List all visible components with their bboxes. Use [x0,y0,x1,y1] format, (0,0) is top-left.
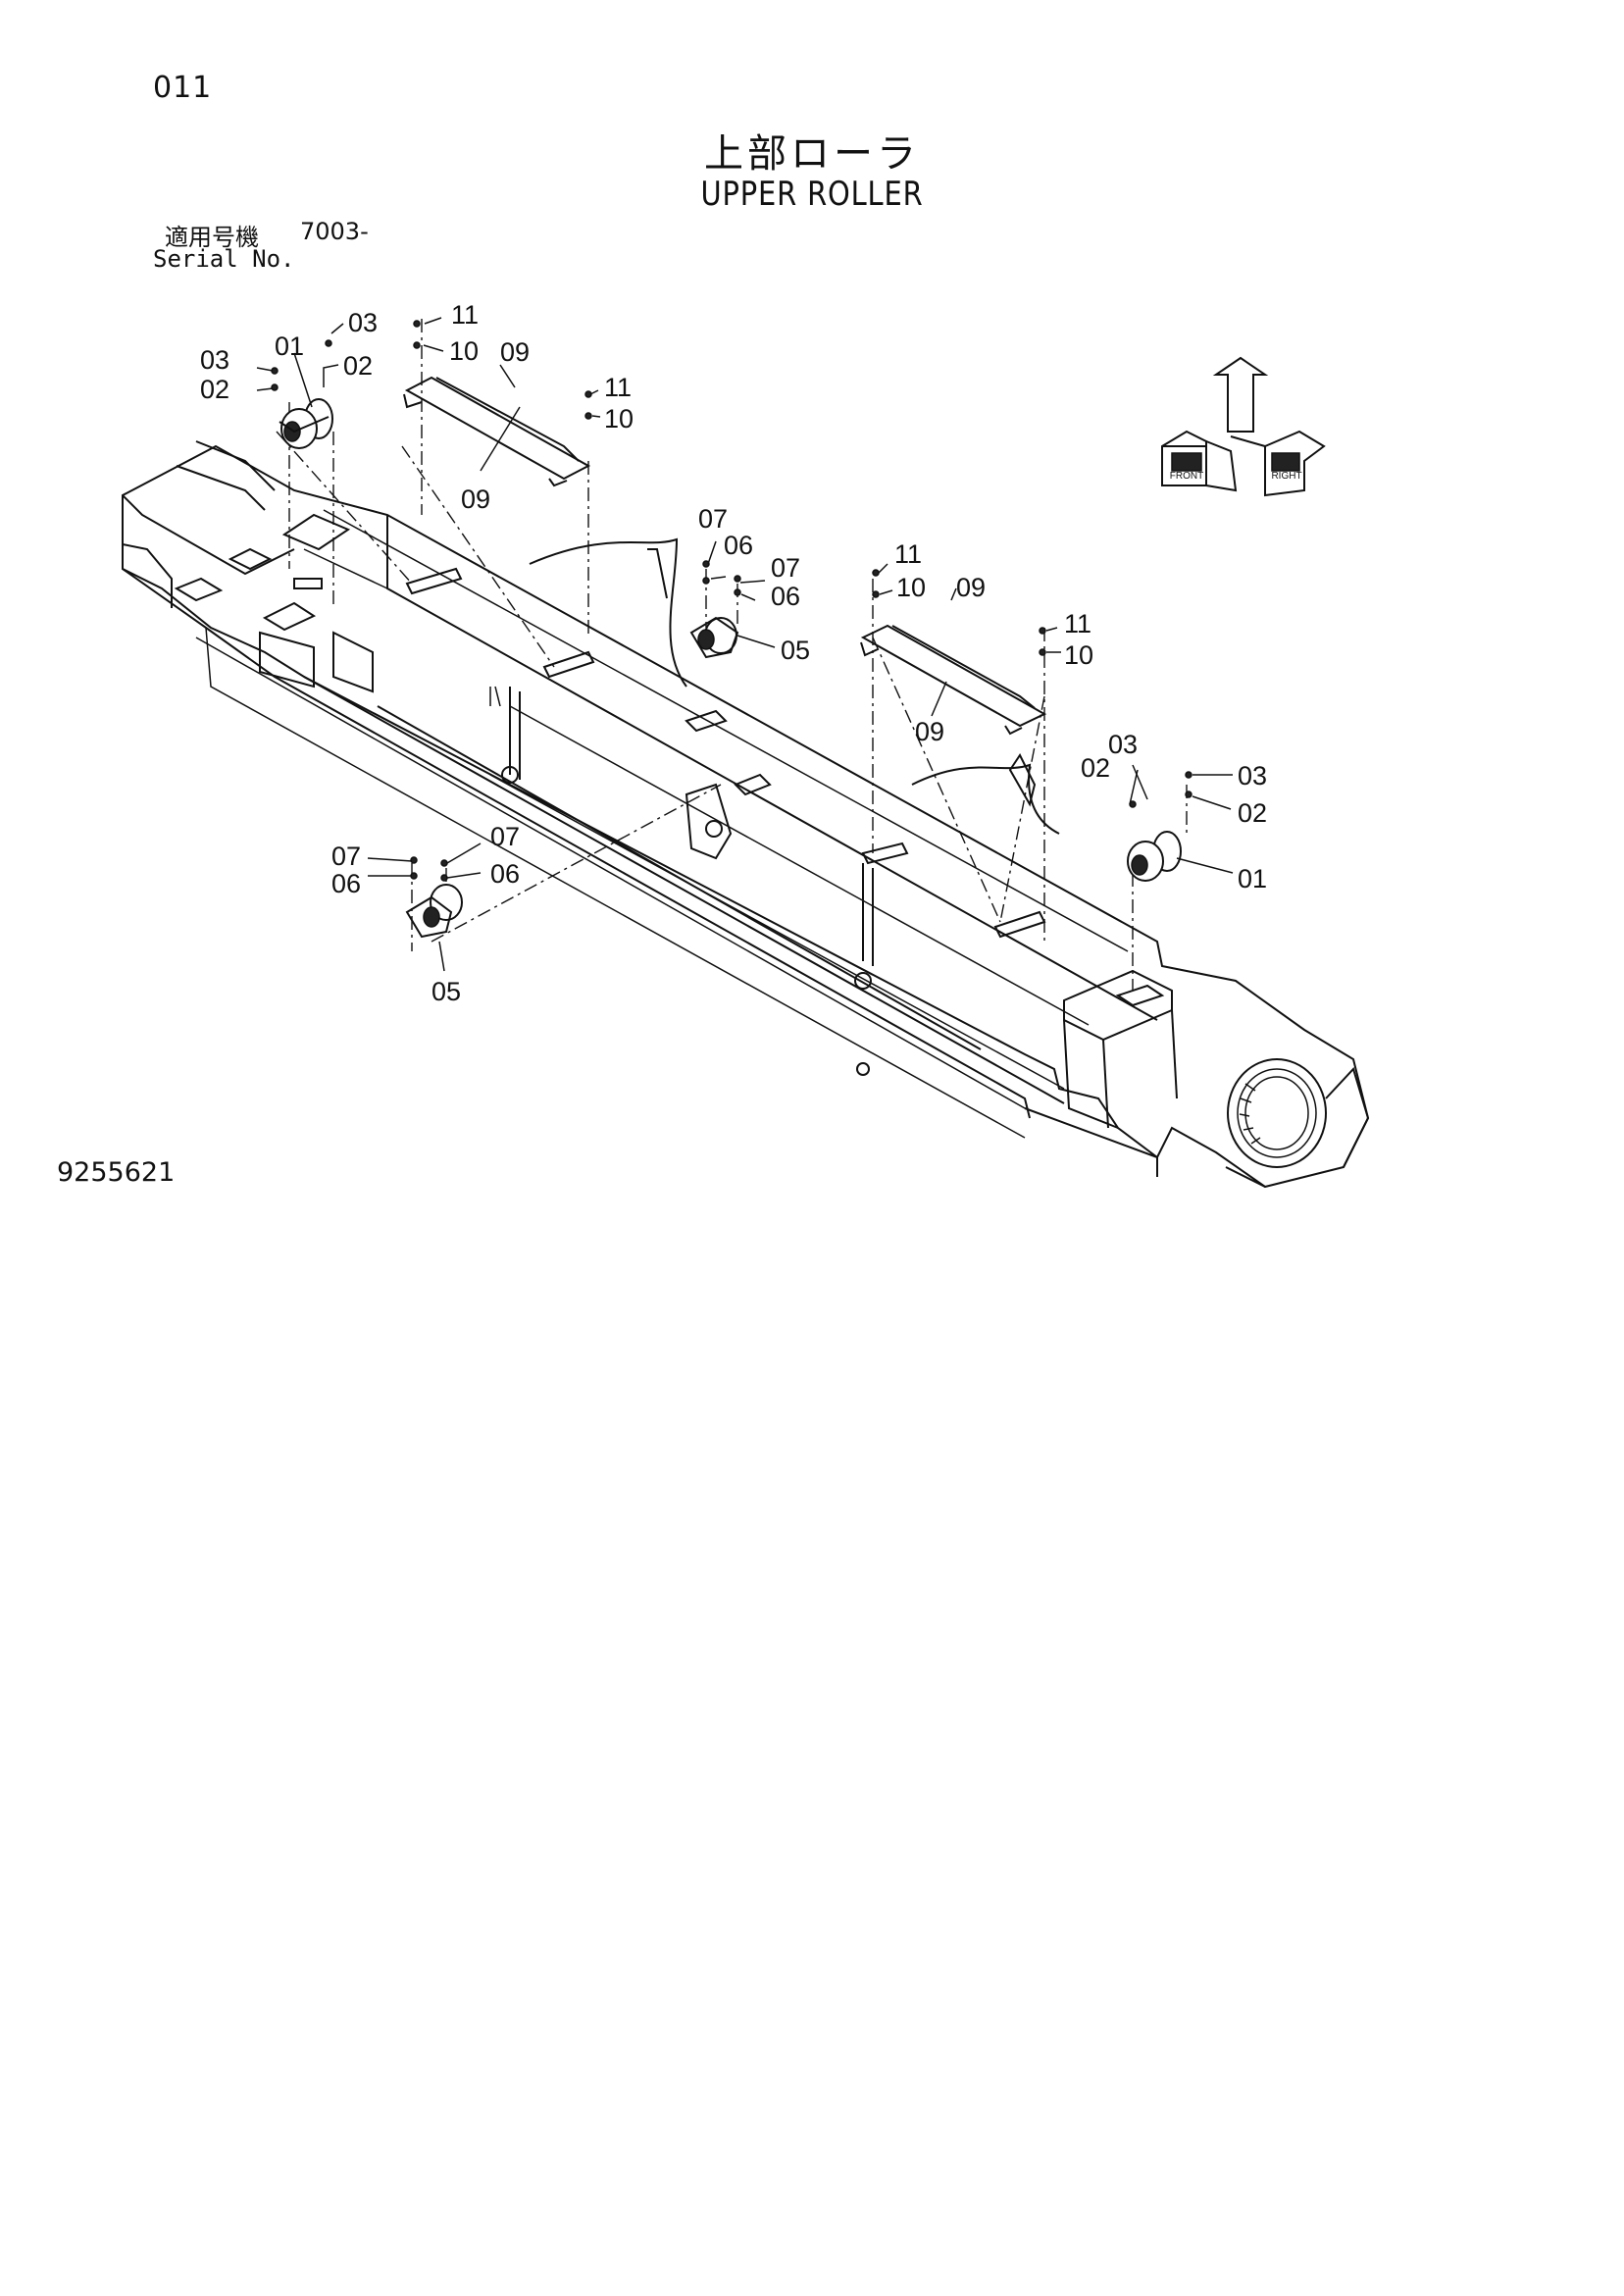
serial-label-japanese: 適用号機 [165,224,259,251]
callout-01: 01 [1238,864,1267,893]
callout-10: 10 [1064,640,1093,670]
upper-roller-right [1127,831,1182,882]
callout-03: 03 [200,345,229,375]
callout-01: 01 [275,332,304,361]
callout-03: 03 [1108,730,1138,759]
roller-support-left [689,616,739,659]
callout-09: 09 [915,717,944,746]
callout-09: 09 [956,573,986,602]
callout-11: 11 [604,373,632,402]
callout-11: 11 [894,539,922,569]
page-title-japanese: 上部ローラ [704,131,920,177]
direction-label-right: RIGHT [1271,471,1301,482]
callout-05: 05 [431,977,461,1006]
callout-10: 10 [896,573,926,602]
callout-07: 07 [771,553,800,583]
upper-roller-left [279,398,333,449]
serial-number-value: 7003- [300,218,369,245]
callout-06: 06 [490,859,520,889]
callout-03: 03 [348,308,378,337]
callout-09: 09 [461,485,490,514]
roller-support-lower [405,884,463,939]
direction-label-front: FRONT [1170,471,1203,482]
drawing-number: 9255621 [57,1157,176,1188]
callout-05: 05 [781,636,810,665]
callout-03: 03 [1238,761,1267,791]
guide-rail-right [860,624,1047,736]
callout-11: 11 [451,300,479,330]
assembly-lines [276,319,1188,991]
callout-11: 11 [1064,609,1091,638]
serial-label-english: Serial No. [153,245,295,273]
callout-06: 06 [331,869,361,898]
callout-02: 02 [200,375,229,404]
page-number: 011 [153,71,213,105]
track-frame [122,440,1370,1189]
page-title-english: UPPER ROLLER [700,175,924,214]
guide-rail-left [403,376,591,487]
callout-10: 10 [449,336,479,366]
callout-09: 09 [500,337,530,367]
callout-06: 06 [771,582,800,611]
callout-labels: 01 03 02 03 02 11 10 09 09 11 10 07 06 0… [200,300,1267,1006]
callout-10: 10 [604,404,634,434]
callout-02: 02 [343,351,373,381]
front-right-direction-icon: FRONT RIGHT [1161,356,1326,497]
callout-07: 07 [490,822,520,851]
callout-07: 07 [698,504,728,534]
leader-lines [256,317,1234,972]
callout-02: 02 [1081,753,1110,783]
callout-07: 07 [331,842,361,871]
callout-06: 06 [724,531,753,560]
callout-02: 02 [1238,798,1267,828]
